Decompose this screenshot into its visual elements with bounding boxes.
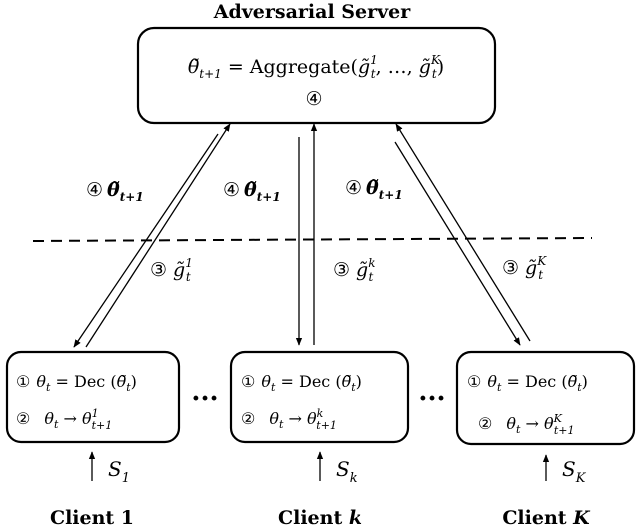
client-k-box <box>229 350 410 444</box>
client-K-name: Client K <box>502 507 591 529</box>
link-client-k <box>295 123 318 346</box>
client-K-dataset: SK <box>562 457 587 486</box>
client-k-name: Client k <box>278 507 362 529</box>
client-1-dataset: S1 <box>108 457 130 486</box>
server-title: Adversarial Server <box>213 1 411 23</box>
uplink-arrow-client-1 <box>85 123 231 348</box>
client-1-box <box>5 350 181 444</box>
ellipsis-1: ··· <box>191 384 218 414</box>
client-1-name: Client 1 <box>50 507 134 529</box>
uplink-arrow-client-K <box>395 123 531 342</box>
ellipsis-2: ··· <box>418 384 445 414</box>
downlink-arrow-client-K <box>394 141 521 346</box>
link-client-1 <box>73 123 231 348</box>
client-K-box <box>455 350 636 446</box>
client-k-dataset: Sk <box>336 457 358 486</box>
link-client-K <box>394 123 531 346</box>
server-step-4-icon: ④ <box>305 88 322 110</box>
server-box <box>136 26 497 125</box>
separator-dashed-line <box>32 237 593 242</box>
